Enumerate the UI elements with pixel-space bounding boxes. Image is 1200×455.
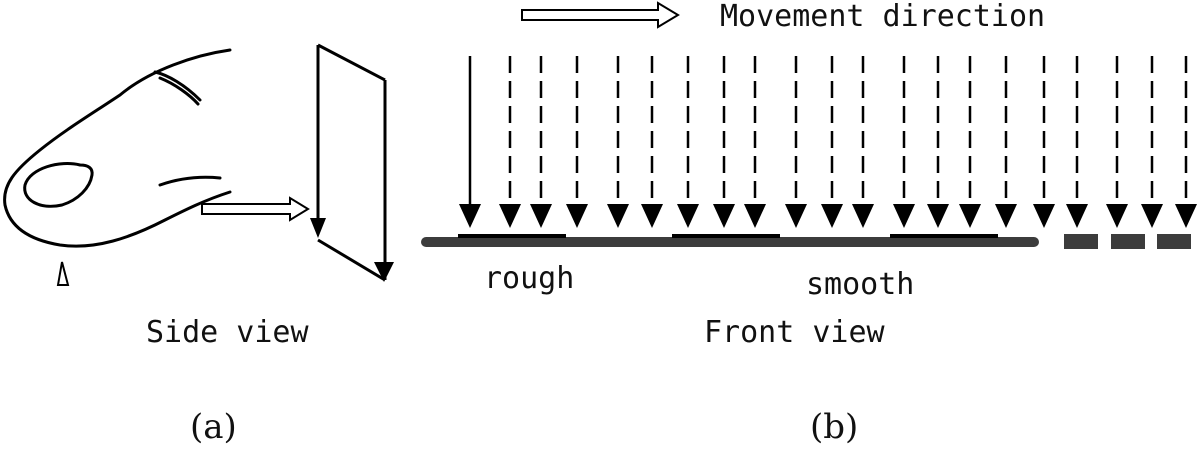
arrowhead-icon: [1175, 204, 1197, 228]
arrowhead-icon: [566, 204, 588, 228]
pressure-arrow: [530, 56, 552, 228]
pressure-arrow: [1141, 56, 1163, 228]
side-arrowhead-lower-icon: [374, 262, 394, 282]
arrowhead-icon: [821, 204, 843, 228]
pressure-arrow: [744, 56, 766, 228]
pressure-arrow: [1106, 56, 1128, 228]
arrowhead-icon: [713, 204, 735, 228]
pressure-arrow: [1033, 56, 1055, 228]
rough-label: rough: [484, 261, 575, 296]
pointer-triangle-icon: [56, 261, 70, 286]
arrowhead-icon: [893, 204, 915, 228]
dash-block-3: [1157, 234, 1191, 249]
pressure-arrow: [1175, 56, 1197, 228]
arrowhead-icon: [499, 204, 521, 228]
side-arrowhead-upper-icon: [310, 218, 326, 238]
pressure-arrow: [607, 56, 629, 228]
pressure-arrow: [499, 56, 521, 228]
movement-direction-label: Movement direction: [720, 0, 1046, 34]
arrowhead-icon: [995, 204, 1017, 228]
hollow-arrow-side-icon: [201, 196, 310, 222]
pressure-arrow: [785, 56, 807, 228]
panel-b-label: (b): [810, 407, 859, 447]
dash-block-1: [1064, 234, 1098, 249]
hollow-arrow-movement-icon: [521, 1, 680, 29]
arrowhead-icon: [927, 204, 949, 228]
arrowhead-icon: [1141, 204, 1163, 228]
pressure-arrow: [821, 56, 843, 228]
pressure-arrow: [641, 56, 663, 228]
pressure-arrow: [713, 56, 735, 228]
pressure-arrow: [995, 56, 1017, 228]
arrowhead-icon: [1033, 204, 1055, 228]
pressure-arrow: [893, 56, 915, 228]
side-view-caption: Side view: [146, 315, 309, 350]
arrowhead-icon: [1106, 204, 1128, 228]
pressure-arrow: [566, 56, 588, 228]
pressure-arrow: [852, 56, 874, 228]
pressure-arrow: [1066, 56, 1088, 228]
finger-drawing: [3, 48, 232, 248]
surface-plane-side: [316, 43, 387, 282]
pressure-arrows: [459, 56, 1197, 228]
pressure-arrow: [959, 56, 981, 228]
pressure-arrow: [677, 56, 699, 228]
pressure-arrow: [459, 56, 481, 228]
front-view-caption: Front view: [704, 315, 885, 350]
arrowhead-icon: [641, 204, 663, 228]
arrowhead-icon: [744, 204, 766, 228]
arrowhead-icon: [1066, 204, 1088, 228]
panel-a-label: (a): [190, 407, 237, 447]
arrowhead-icon: [530, 204, 552, 228]
arrowhead-icon: [459, 204, 481, 228]
arrowhead-icon: [677, 204, 699, 228]
arrowhead-icon: [852, 204, 874, 228]
pressure-arrow: [927, 56, 949, 228]
arrowhead-icon: [607, 204, 629, 228]
dash-block-2: [1111, 234, 1145, 249]
arrowhead-icon: [785, 204, 807, 228]
surface-front: [421, 234, 1191, 249]
smooth-label: smooth: [806, 267, 915, 302]
arrowhead-icon: [959, 204, 981, 228]
